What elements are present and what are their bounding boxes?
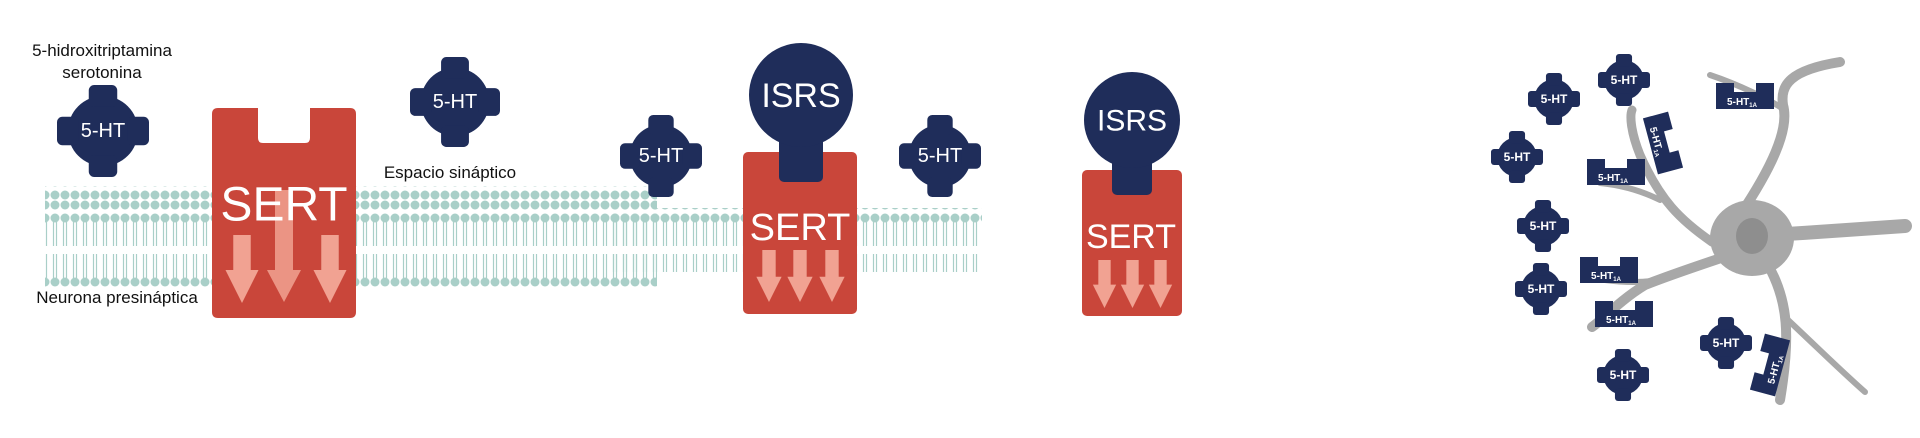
receptor-5ht1a: 5-HT1A xyxy=(1749,333,1791,397)
svg-text:5-HT1A: 5-HT1A xyxy=(1606,315,1637,327)
svg-text:5-HT1A: 5-HT1A xyxy=(1598,173,1629,185)
receptor-5ht1a: 5-HT1A xyxy=(1595,301,1653,327)
svg-text:SERT: SERT xyxy=(750,207,851,249)
svg-text:ISRS: ISRS xyxy=(1097,105,1167,138)
svg-text:5-HT: 5-HT xyxy=(918,145,962,167)
sert-transporter: SERT xyxy=(743,152,857,314)
svg-text:5-HT: 5-HT xyxy=(1713,336,1740,350)
receptor-5ht1a: 5-HT1A xyxy=(1587,159,1645,185)
panel-ssri-blocking: 5-HT 5-HT SERT ISRS xyxy=(610,43,982,314)
panel-normal-reuptake: 5-hidroxitriptamina serotonina 5-HT 5-HT… xyxy=(32,41,657,318)
svg-text:5-HT1A: 5-HT1A xyxy=(1727,97,1758,109)
sert-transporter: SERT xyxy=(1082,170,1182,316)
serotonin-molecule: 5-HT xyxy=(1528,73,1580,125)
panel-postsynaptic-neuron: 5-HT 5-HT 5-HT 5-HT 5-HT 5-HT 5-HT 5-HT1… xyxy=(1491,54,1912,405)
nucleus xyxy=(1736,218,1768,254)
serotonin-molecule: 5-HT xyxy=(57,85,149,177)
serotonin-molecule: 5-HT xyxy=(1515,263,1567,315)
ssri-drug: ISRS xyxy=(1084,72,1180,195)
ssri-drug: ISRS xyxy=(749,43,853,182)
serotonin-molecule: 5-HT xyxy=(1700,317,1752,369)
svg-text:5-HT: 5-HT xyxy=(639,145,683,167)
transport-arrow-icon xyxy=(267,190,301,302)
serotonin-molecule: 5-HT xyxy=(410,57,500,147)
receptor-5ht1a: 5-HT1A xyxy=(1580,257,1638,283)
svg-text:5-HT: 5-HT xyxy=(433,91,477,113)
panel-ssri-bound: SERT ISRS xyxy=(1082,72,1182,316)
serotonin-molecule: 5-HT xyxy=(899,115,981,197)
svg-text:5-HT: 5-HT xyxy=(1504,150,1531,164)
presynaptic-neuron-label: Neurona presináptica xyxy=(36,288,198,307)
serotonin-molecule: 5-HT xyxy=(620,115,702,197)
sert-transporter: SERT xyxy=(212,108,356,318)
serotonin-molecule: 5-HT xyxy=(1517,200,1569,252)
molecule-common-name-label: serotonina xyxy=(62,63,142,82)
serotonin-molecule: 5-HT xyxy=(1491,131,1543,183)
svg-text:5-HT: 5-HT xyxy=(1530,219,1557,233)
svg-text:ISRS: ISRS xyxy=(761,77,840,115)
receptor-5ht1a: 5-HT1A xyxy=(1716,83,1774,109)
svg-text:SERT: SERT xyxy=(1086,218,1176,256)
synaptic-space-label: Espacio sináptico xyxy=(384,163,516,182)
svg-text:5-HT: 5-HT xyxy=(1611,73,1638,87)
serotonin-molecule: 5-HT xyxy=(1597,349,1649,401)
molecule-name-label: 5-hidroxitriptamina xyxy=(32,41,172,60)
svg-text:5-HT: 5-HT xyxy=(1528,282,1555,296)
svg-text:5-HT: 5-HT xyxy=(81,120,125,142)
svg-text:5-HT: 5-HT xyxy=(1541,92,1568,106)
svg-text:SERT: SERT xyxy=(220,179,347,232)
serotonin-molecule: 5-HT xyxy=(1598,54,1650,106)
svg-text:5-HT1A: 5-HT1A xyxy=(1591,271,1622,283)
svg-text:5-HT: 5-HT xyxy=(1610,368,1637,382)
receptor-5ht1a: 5-HT1A xyxy=(1642,111,1684,175)
